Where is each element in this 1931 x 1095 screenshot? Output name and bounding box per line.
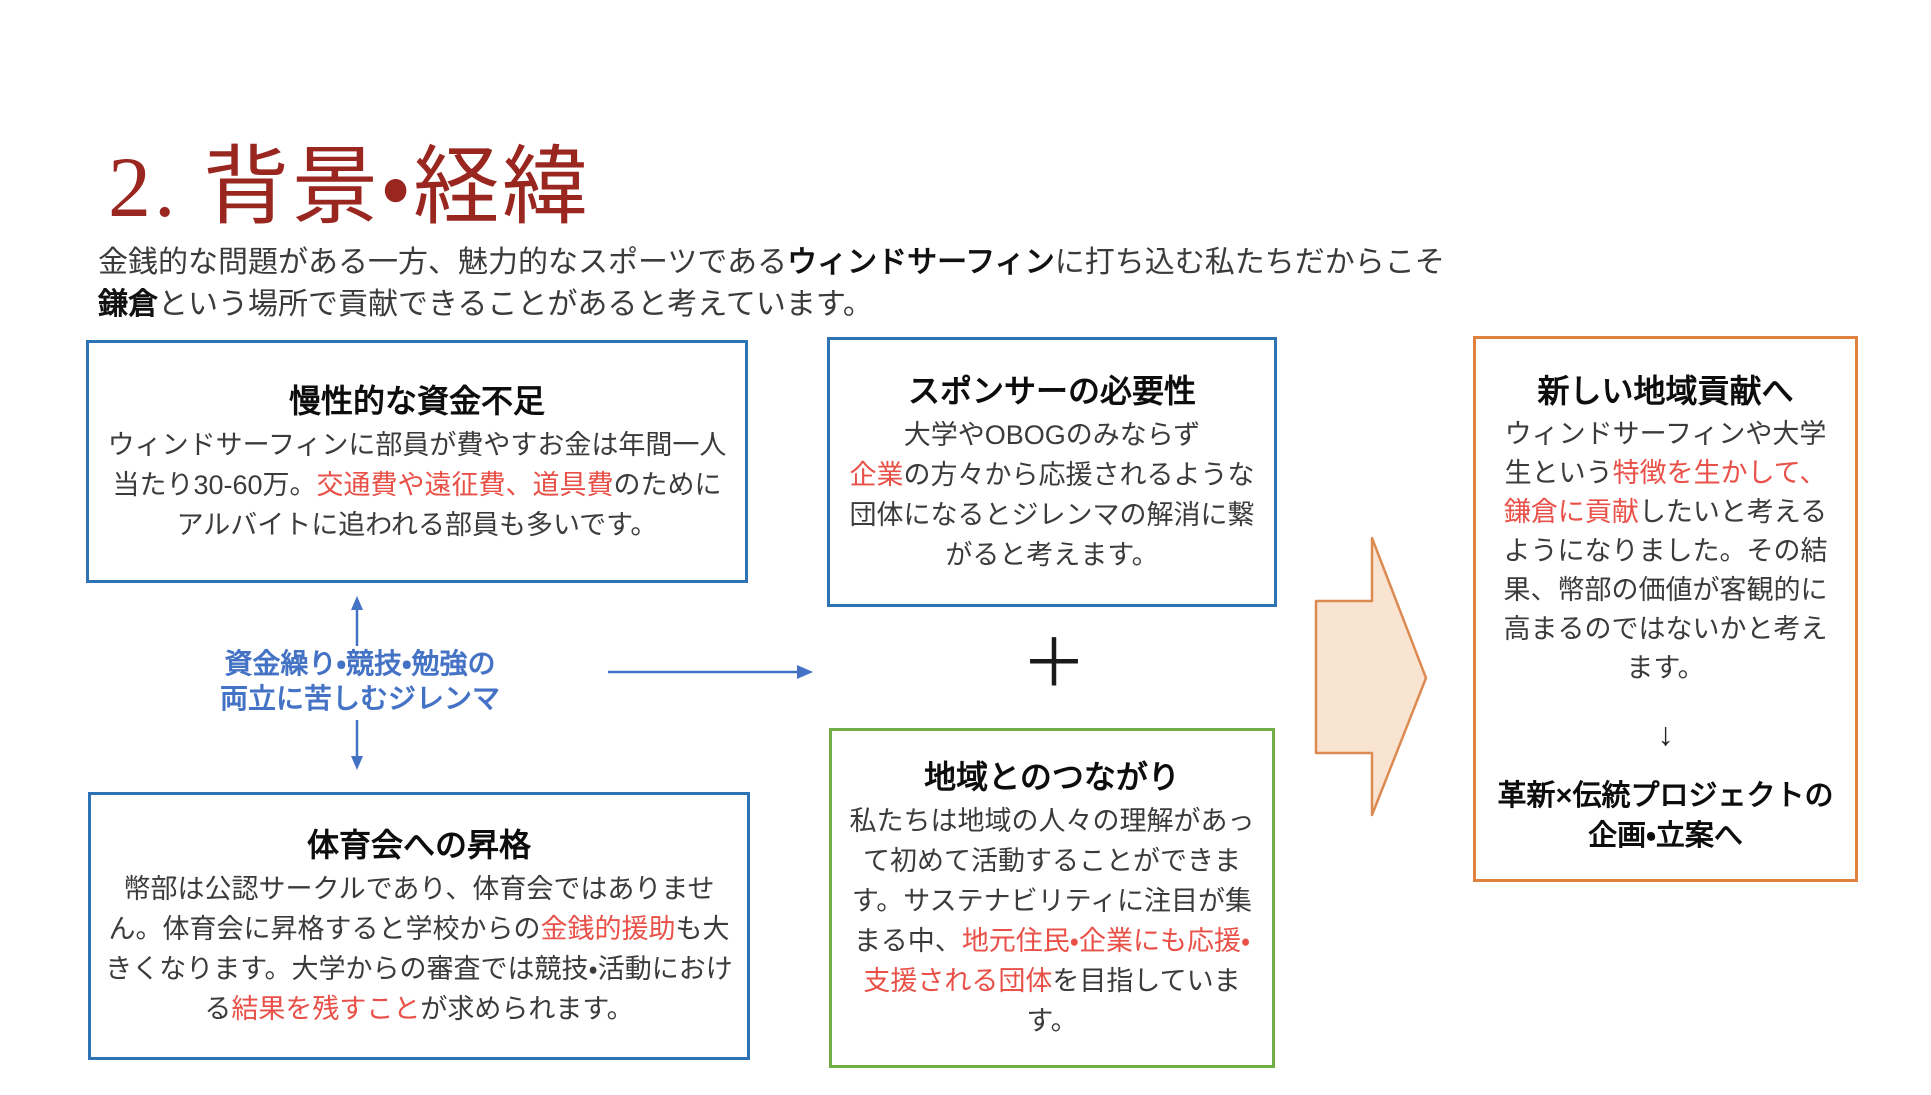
down-arrow-glyph: ↓ <box>1657 716 1674 752</box>
dilemma-line-2: 両立に苦しむジレンマ <box>219 683 500 714</box>
right-arrow-icon <box>608 665 813 679</box>
box-chronic-funding-shortage: 慢性的な資金不足 ウィンドサーフィンに部員が費やすお金は年間一人当たり30-60… <box>86 340 748 583</box>
conclusion-text: 革新×伝統プロジェクトの企画・立案へ <box>1497 780 1834 852</box>
box-community-connection: 地域とのつながり 私たちは地域の人々の理解があって初めて活動することができます。… <box>829 728 1275 1068</box>
box-sponsor-necessity: スポンサーの必要性 大学やOBOGのみならず企業の方々から応援されるような団体に… <box>827 337 1277 607</box>
box-title: 体育会への昇格 <box>306 827 531 863</box>
box-body: ウィンドサーフィンに部員が費やすお金は年間一人当たり30-60万。交通費や遠征費… <box>107 429 727 540</box>
box-new-regional-contribution: 新しい地域貢献へ ウィンドサーフィンや大学生という特徴を生かして、鎌倉に貢献した… <box>1473 336 1858 882</box>
box-body: ウィンドサーフィンや大学生という特徴を生かして、鎌倉に貢献したいと考えるようにな… <box>1503 419 1828 683</box>
block-arrow-right-icon <box>1314 536 1428 817</box>
dilemma-label: 資金繰り・競技・勉強の 両立に苦しむジレンマ <box>200 646 520 716</box>
dilemma-line-1: 資金繰り・競技・勉強の <box>224 648 496 679</box>
box-athletic-promotion: 体育会への昇格 幣部は公認サークルであり、体育会ではありません。体育会に昇格する… <box>88 792 750 1060</box>
slide-title: 2. 背景・経緯 <box>108 138 592 235</box>
box-body: 私たちは地域の人々の理解があって初めて活動することができます。サステナビリティに… <box>849 806 1255 1036</box>
up-arrow-icon <box>351 596 363 646</box>
box-body: 幣部は公認サークルであり、体育会ではありません。体育会に昇格すると学校からの金銭… <box>105 874 733 1024</box>
plus-sign: ＋ <box>1021 626 1087 700</box>
box-title: 新しい地域貢献へ <box>1537 373 1794 409</box>
box-title: スポンサーの必要性 <box>907 373 1196 409</box>
intro-paragraph: 金銭的な問題がある一方、魅力的なスポーツであるウィンドサーフィンに打ち込む私たち… <box>98 246 1445 321</box>
box-body: 大学やOBOGのみならず企業の方々から応援されるような団体になるとジレンマの解消… <box>849 420 1255 570</box>
box-title: 地域とのつながり <box>924 759 1180 795</box>
box-title: 慢性的な資金不足 <box>288 382 545 419</box>
down-arrow-icon <box>351 720 363 770</box>
